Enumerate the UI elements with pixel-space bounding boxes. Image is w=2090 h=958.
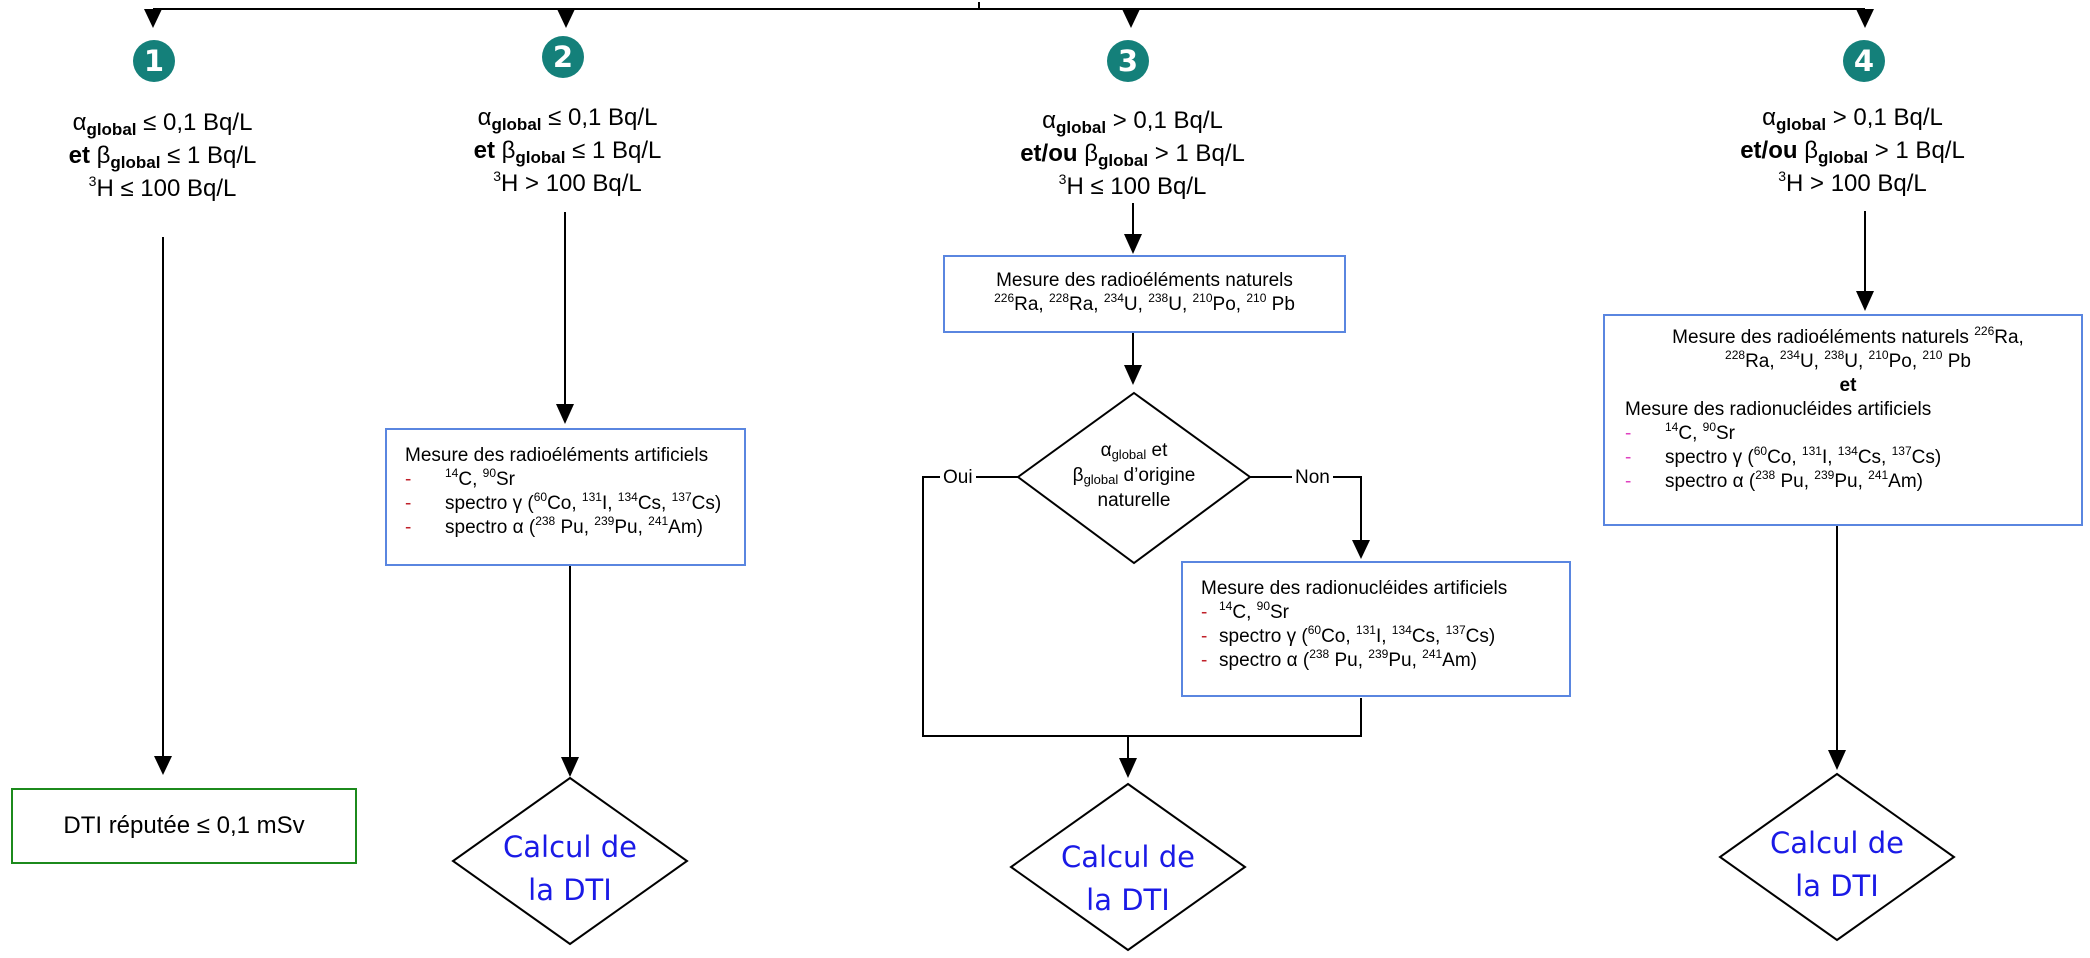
arrowhead bbox=[561, 757, 579, 777]
no-branch-line bbox=[1250, 476, 1362, 548]
step-badge-2: 2 bbox=[542, 36, 584, 78]
col2-condition: αglobal ≤ 0,1 Bq/L et βglobal ≤ 1 Bq/L 3… bbox=[473, 104, 662, 197]
arrowheads bbox=[144, 9, 1874, 778]
col2-artificial-measurement-box: Mesure des radioéléments artificiels -14… bbox=[385, 428, 746, 566]
arrowhead bbox=[154, 756, 172, 775]
col4-measurement-box: Mesure des radioéléments naturels 226Ra,… bbox=[1603, 314, 2083, 526]
decision-label: αglobal et βglobal d’origine naturelle bbox=[1072, 440, 1196, 511]
arrowhead bbox=[1124, 234, 1142, 254]
col4-calc-diamond bbox=[1718, 772, 1956, 942]
col3-calc-diamond bbox=[1009, 782, 1247, 952]
arrowhead bbox=[557, 9, 575, 28]
arrowhead bbox=[144, 9, 162, 28]
col4-condition: αglobal > 0,1 Bq/L et/ou βglobal > 1 Bq/… bbox=[1740, 104, 1965, 197]
dti-result-box: DTI réputée ≤ 0,1 mSv bbox=[11, 788, 357, 864]
col3-natural-measurement-box: Mesure des radioéléments naturels 226Ra,… bbox=[943, 255, 1346, 333]
col3-artificial-measurement-box: Mesure des radionucléides artificiels -1… bbox=[1181, 561, 1571, 697]
arrowhead bbox=[1119, 758, 1137, 778]
arrowhead bbox=[1122, 9, 1140, 28]
col3-condition: αglobal > 0,1 Bq/L et/ou βglobal > 1 Bq/… bbox=[1020, 107, 1245, 200]
step-badge-1: 1 bbox=[133, 40, 175, 82]
col1-condition: αglobal ≤ 0,1 Bq/L et βglobal ≤ 1 Bq/L 3… bbox=[68, 109, 257, 202]
arrowhead bbox=[556, 404, 574, 424]
step-badge-3: 3 bbox=[1107, 40, 1149, 82]
col2-calc-diamond bbox=[451, 776, 689, 946]
arrowhead bbox=[1856, 9, 1874, 28]
step-badge-4: 4 bbox=[1843, 40, 1885, 82]
arrowhead bbox=[1124, 365, 1142, 385]
yes-label: Oui bbox=[940, 467, 976, 489]
no-label: Non bbox=[1292, 467, 1333, 489]
arrowhead bbox=[1352, 540, 1370, 559]
decision-diamond bbox=[1016, 391, 1252, 565]
arrowhead bbox=[1856, 291, 1874, 311]
arrowhead bbox=[1828, 750, 1846, 770]
